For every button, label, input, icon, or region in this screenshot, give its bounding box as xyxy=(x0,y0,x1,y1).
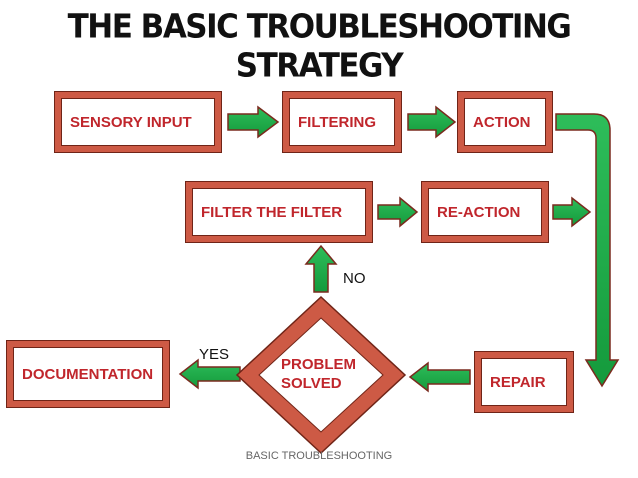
footer-text: BASIC TROUBLESHOOTING xyxy=(245,450,393,462)
node-documentation: DOCUMENTATION xyxy=(6,340,170,408)
title-line-1: THE BASIC TROUBLESHOOTING xyxy=(67,8,572,46)
arrow-filtering-to-action xyxy=(407,105,457,139)
node-filter-the-filter: FILTER THE FILTER xyxy=(185,181,373,243)
branch-label-no: NO xyxy=(343,270,366,287)
arrow-repair-to-problem xyxy=(408,361,471,393)
branch-label-yes: YES xyxy=(199,346,230,363)
decision-diamond-inner xyxy=(258,317,384,433)
arrow-sensory-to-filtering xyxy=(227,105,280,139)
node-sensory-input-label: SENSORY INPUT xyxy=(61,98,215,146)
arrow-reaction-out xyxy=(552,196,592,228)
arrow-action-to-repair xyxy=(555,113,620,388)
arrow-problem-to-documentation xyxy=(178,358,241,390)
decision-text-line2: SOLVED xyxy=(281,375,342,392)
decision-text-line1: PROBLEM xyxy=(281,356,356,373)
node-repair-label: REPAIR xyxy=(481,358,567,406)
diagram-title: THE BASIC TROUBLESHOOTING STRATEGY xyxy=(0,8,638,86)
node-documentation-label: DOCUMENTATION xyxy=(13,347,163,401)
node-repair: REPAIR xyxy=(474,351,574,413)
node-action-label: ACTION xyxy=(464,98,546,146)
arrow-problem-to-filterfilter xyxy=(304,244,338,293)
node-sensory-input: SENSORY INPUT xyxy=(54,91,222,153)
arrow-filterfilter-to-reaction xyxy=(377,196,419,228)
node-re-action: RE-ACTION xyxy=(421,181,549,243)
title-line-2: STRATEGY xyxy=(235,47,404,85)
node-filtering-label: FILTERING xyxy=(289,98,395,146)
node-filter-the-filter-label: FILTER THE FILTER xyxy=(192,188,366,236)
node-action: ACTION xyxy=(457,91,553,153)
node-re-action-label: RE-ACTION xyxy=(428,188,542,236)
node-filtering: FILTERING xyxy=(282,91,402,153)
